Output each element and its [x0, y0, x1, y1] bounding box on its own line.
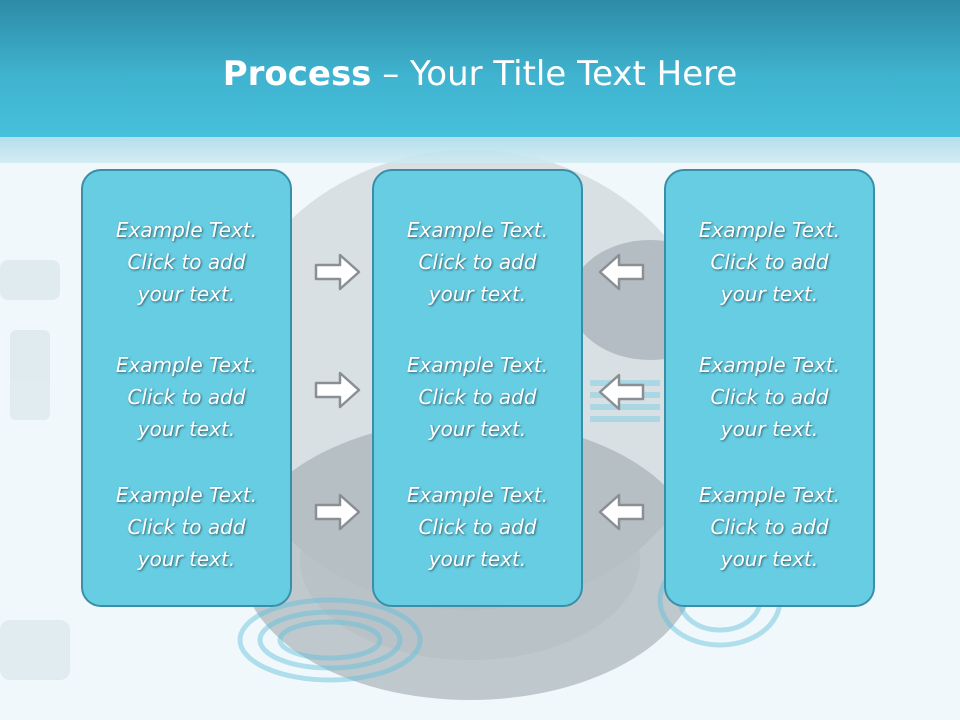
process-box-right[interactable]: Example Text. Click to add your text. Ex… [664, 169, 875, 607]
right-arrow-icon[interactable] [314, 370, 362, 410]
text-line: Example Text. [698, 353, 841, 377]
process-box-center[interactable]: Example Text. Click to add your text. Ex… [372, 169, 583, 607]
slide-title[interactable]: Process – Your Title Text Here [0, 52, 960, 96]
text-line: Example Text. [115, 483, 258, 507]
text-line: your text. [137, 282, 236, 306]
text-line: Example Text. [698, 218, 841, 242]
slide-title-rest: – Your Title Text Here [371, 54, 738, 94]
text-block[interactable]: Example Text. Click to add your text. [666, 479, 873, 575]
text-line: Click to add [127, 385, 246, 409]
slide-title-bold: Process [222, 54, 372, 94]
text-block[interactable]: Example Text. Click to add your text. [83, 479, 290, 575]
text-line: Click to add [710, 515, 829, 539]
right-arrow-icon[interactable] [314, 252, 362, 292]
text-block[interactable]: Example Text. Click to add your text. [374, 349, 581, 445]
text-line: your text. [137, 417, 236, 441]
text-line: Click to add [127, 250, 246, 274]
text-line: Click to add [710, 250, 829, 274]
text-block[interactable]: Example Text. Click to add your text. [83, 349, 290, 445]
text-line: Example Text. [406, 353, 549, 377]
text-line: Example Text. [698, 483, 841, 507]
text-block[interactable]: Example Text. Click to add your text. [666, 214, 873, 310]
text-line: your text. [428, 282, 527, 306]
text-line: Click to add [710, 385, 829, 409]
text-block[interactable]: Example Text. Click to add your text. [666, 349, 873, 445]
left-arrow-icon[interactable] [597, 252, 645, 292]
title-banner-strip [0, 137, 960, 163]
process-box-left[interactable]: Example Text. Click to add your text. Ex… [81, 169, 292, 607]
text-block[interactable]: Example Text. Click to add your text. [374, 479, 581, 575]
text-line: your text. [137, 547, 236, 571]
text-line: Click to add [418, 385, 537, 409]
text-line: Example Text. [115, 353, 258, 377]
text-block[interactable]: Example Text. Click to add your text. [83, 214, 290, 310]
left-arrow-icon[interactable] [597, 372, 645, 412]
text-line: Click to add [127, 515, 246, 539]
text-line: Example Text. [406, 483, 549, 507]
left-arrow-icon[interactable] [597, 492, 645, 532]
text-line: your text. [720, 417, 819, 441]
text-line: Example Text. [115, 218, 258, 242]
text-line: Click to add [418, 515, 537, 539]
text-line: your text. [428, 547, 527, 571]
text-line: your text. [720, 282, 819, 306]
text-line: Click to add [418, 250, 537, 274]
title-banner [0, 0, 960, 137]
text-line: your text. [428, 417, 527, 441]
text-line: Example Text. [406, 218, 549, 242]
right-arrow-icon[interactable] [314, 492, 362, 532]
text-line: your text. [720, 547, 819, 571]
text-block[interactable]: Example Text. Click to add your text. [374, 214, 581, 310]
